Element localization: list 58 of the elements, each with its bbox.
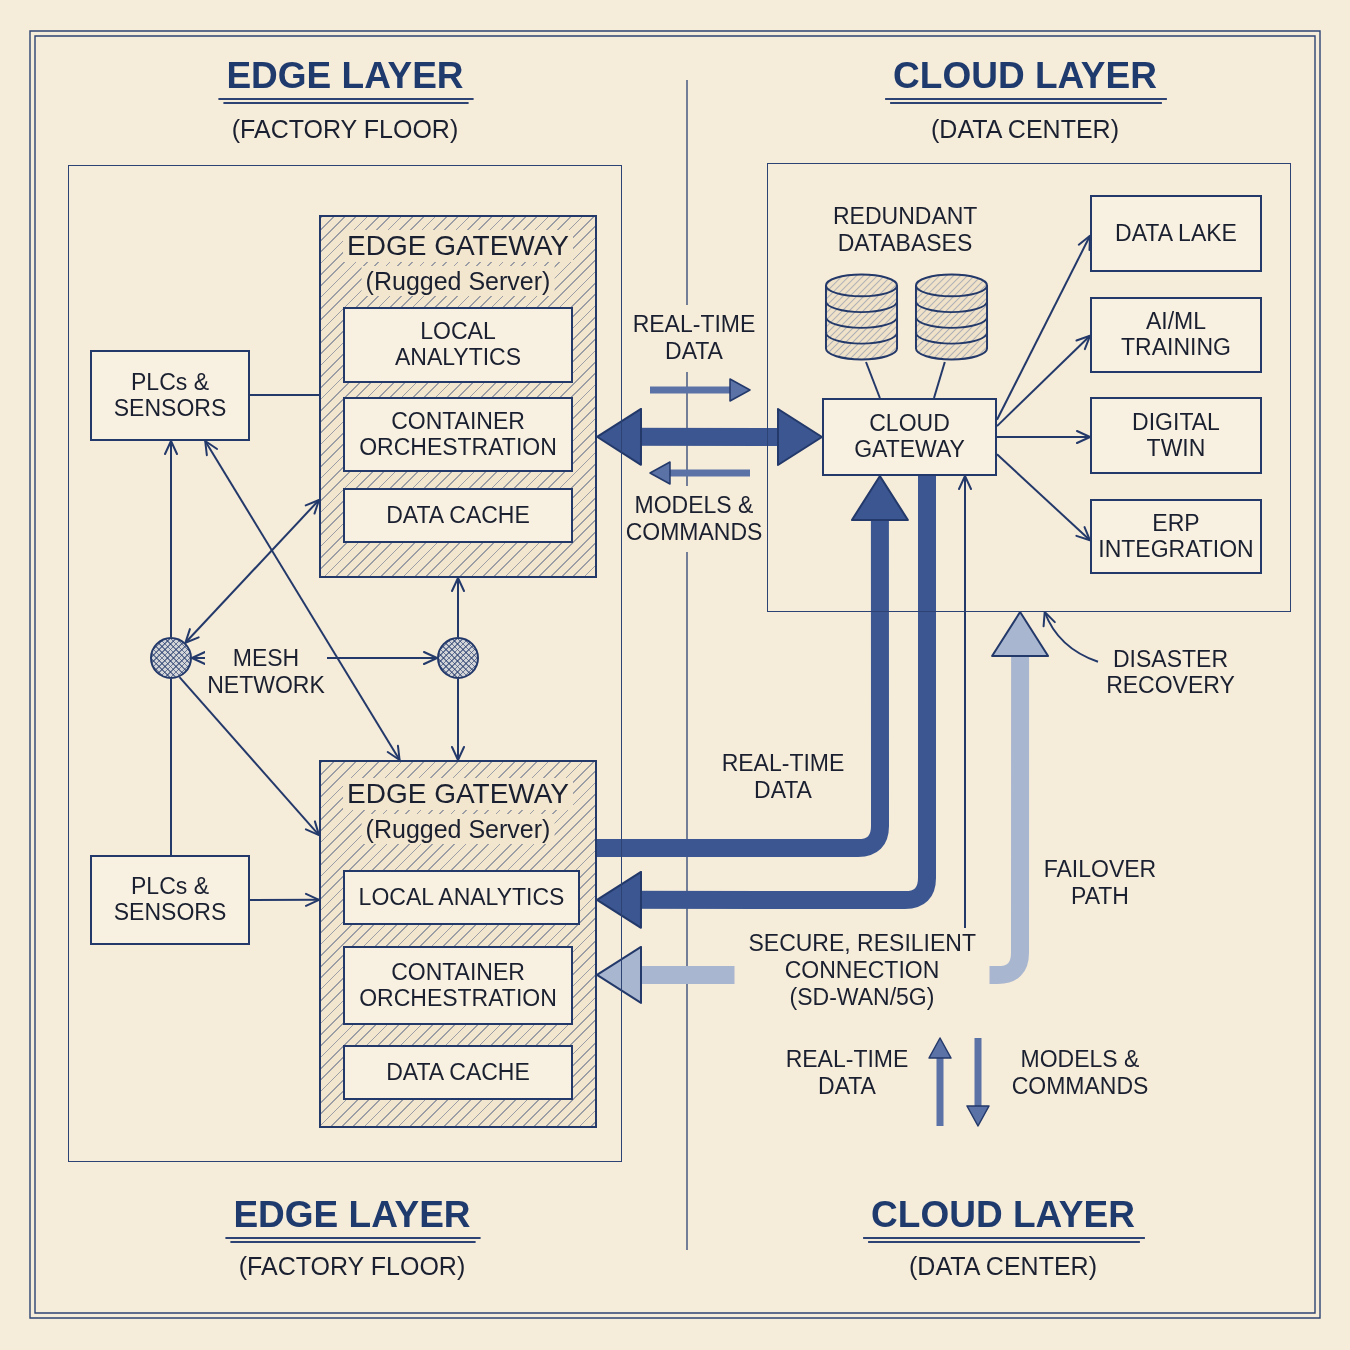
- arrow: [996, 430, 1091, 444]
- arrow: [958, 475, 972, 929]
- process-box: CLOUD GATEWAY: [822, 398, 997, 476]
- network-node-icon: [150, 637, 192, 679]
- process-box: CONTAINER ORCHESTRATION: [343, 397, 573, 472]
- process-box: LOCAL ANALYTICS: [343, 307, 573, 383]
- process-box: ERP INTEGRATION: [1090, 499, 1262, 574]
- thick-arrow: [596, 476, 936, 929]
- database-icon: [914, 272, 989, 362]
- layer-subheading: (FACTORY FLOOR): [231, 114, 459, 144]
- flow-label: MODELS & COMMANDS: [1010, 1046, 1150, 1100]
- arrow: [996, 334, 1091, 428]
- box-title: EDGE GATEWAY: [343, 230, 573, 262]
- server-box: [319, 215, 597, 578]
- group-label: REDUNDANT DATABASES: [832, 203, 978, 257]
- process-box: DATA CACHE: [343, 488, 573, 543]
- arrow: [249, 892, 320, 907]
- layer-heading: EDGE LAYER: [226, 55, 464, 97]
- arrow: [996, 453, 1091, 542]
- process-box: PLCs & SENSORS: [90, 855, 250, 945]
- process-box: LOCAL ANALYTICS: [343, 870, 580, 925]
- process-box: CONTAINER ORCHESTRATION: [343, 946, 573, 1025]
- arrow: [178, 676, 320, 837]
- arrow: [164, 440, 178, 638]
- network-node-icon: [437, 637, 479, 679]
- box-title: EDGE GATEWAY: [343, 778, 573, 810]
- process-box: DATA CACHE: [343, 1045, 573, 1100]
- double-arrow: [184, 499, 320, 644]
- thick-arrow: [597, 475, 909, 857]
- flow-label: REAL-TIME DATA: [631, 311, 757, 365]
- annotation-text: DISASTER RECOVERY: [1098, 640, 1243, 704]
- layer-subheading: (FACTORY FLOOR): [238, 1251, 466, 1281]
- arrow: [996, 234, 1091, 421]
- process-box: DIGITAL TWIN: [1090, 397, 1262, 474]
- arrow: [451, 577, 465, 638]
- flow-label: REAL-TIME DATA: [784, 1046, 910, 1100]
- double-arrow: [204, 440, 401, 761]
- box-subtitle: (Rugged Server): [361, 266, 555, 296]
- process-box: DATA LAKE: [1090, 195, 1262, 272]
- layer-subheading: (DATA CENTER): [909, 1251, 1097, 1281]
- box-subtitle: (Rugged Server): [361, 814, 555, 844]
- connector-line: [933, 361, 946, 399]
- flow-label: MODELS & COMMANDS: [624, 492, 764, 546]
- layer-heading: CLOUD LAYER: [893, 55, 1157, 97]
- arrow: [451, 678, 465, 761]
- server-box: [319, 760, 597, 1128]
- path-label: FAILOVER PATH: [1042, 856, 1158, 910]
- process-box: PLCs & SENSORS: [90, 350, 250, 441]
- database-icon: [824, 272, 899, 362]
- layer-heading: EDGE LAYER: [233, 1194, 471, 1236]
- connector-line: [865, 361, 881, 399]
- thick-double-arrow: [596, 407, 823, 466]
- layer-heading: CLOUD LAYER: [871, 1194, 1135, 1236]
- connector-line: [249, 394, 320, 396]
- process-box: AI/ML TRAINING: [1090, 297, 1262, 373]
- leader-arrow: [1043, 611, 1099, 663]
- connector-line: [170, 678, 172, 856]
- layer-subheading: (DATA CENTER): [931, 114, 1119, 144]
